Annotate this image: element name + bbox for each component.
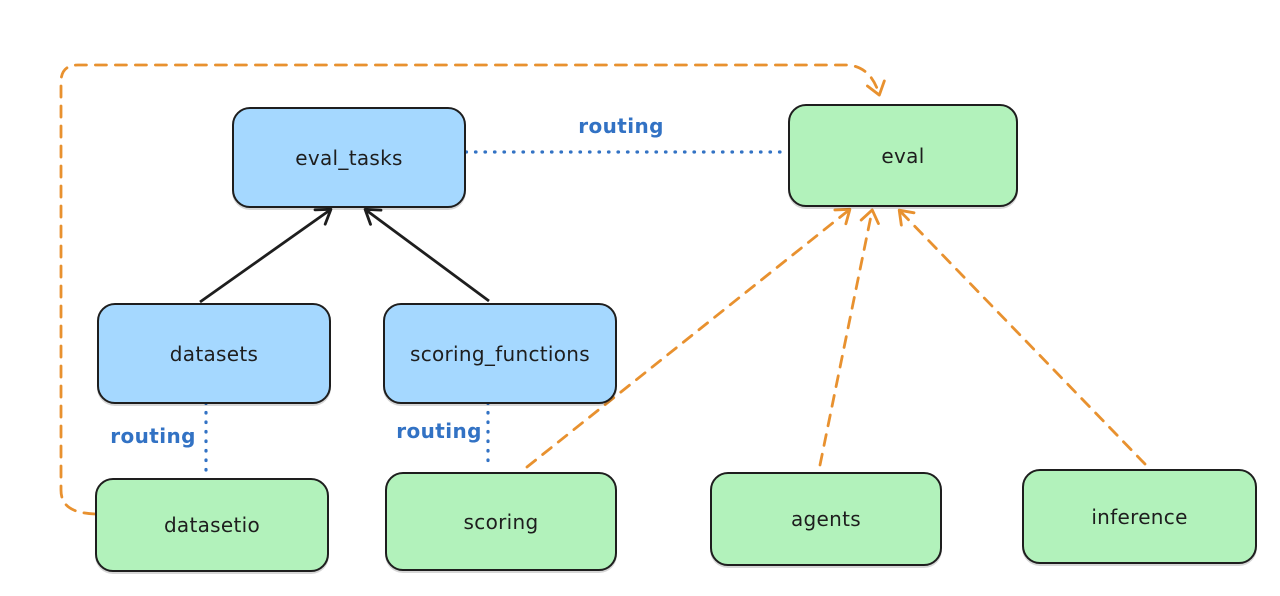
node-datasets: datasets [97, 303, 331, 404]
node-scoring: scoring [385, 472, 617, 571]
node-eval-tasks: eval_tasks [232, 107, 466, 208]
node-eval-label: eval [881, 143, 925, 168]
node-agents: agents [710, 472, 942, 566]
node-scoring-functions: scoring_functions [383, 303, 617, 404]
node-scoring-label: scoring [463, 509, 539, 534]
node-inference: inference [1022, 469, 1257, 564]
edge-agents-to-eval [818, 208, 880, 467]
edge-datasetio-to-eval [59, 63, 886, 516]
node-inference-label: inference [1091, 504, 1188, 529]
node-datasetio: datasetio [95, 478, 329, 572]
edge-datasets-to-eval-tasks [199, 207, 333, 304]
edge-inference-to-eval [897, 208, 1147, 466]
node-datasets-label: datasets [169, 341, 259, 366]
node-eval: eval [788, 104, 1018, 207]
node-eval-tasks-label: eval_tasks [295, 145, 403, 170]
routing-label-datasets-datasetio: routing [110, 424, 196, 448]
edge-scoring-functions-to-eval-tasks [363, 207, 490, 303]
edge-scoring-to-eval [525, 207, 852, 469]
routing-label-scoring-functions-scoring: routing [396, 419, 482, 443]
node-agents-label: agents [791, 507, 861, 531]
node-scoring-functions-label: scoring_functions [409, 341, 591, 366]
node-datasetio-label: datasetio [163, 513, 261, 537]
routing-label-eval-tasks-eval: routing [578, 114, 664, 138]
